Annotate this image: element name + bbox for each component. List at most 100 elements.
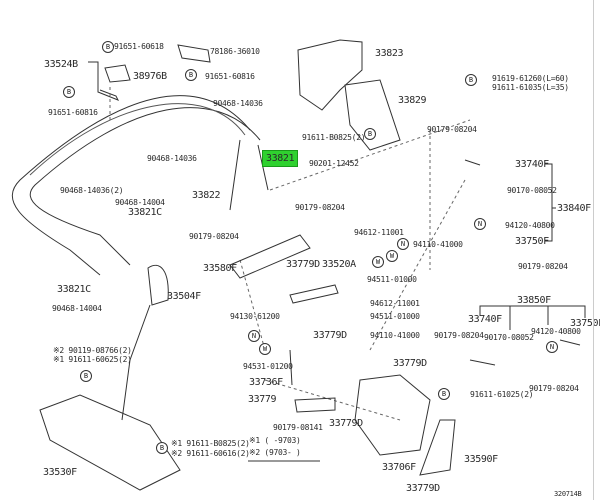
part-label[interactable]: 94511-01000	[367, 275, 417, 284]
part-label[interactable]: 90179-08204	[427, 125, 477, 134]
clip-78186	[177, 44, 211, 63]
shift-lever	[121, 304, 151, 421]
part-label[interactable]: 38976B	[133, 71, 167, 82]
shift-cable-2	[29, 103, 246, 176]
part-label[interactable]: 90170-08052	[507, 186, 557, 195]
part-label[interactable]: 91651-60816	[205, 72, 255, 81]
part-label[interactable]: 90468-14036	[213, 99, 263, 108]
right-border	[593, 0, 600, 500]
part-label[interactable]: 90179-08204	[189, 232, 239, 241]
part-label[interactable]: 33821C	[128, 207, 162, 218]
part-label[interactable]: 33779	[248, 394, 277, 405]
part-label[interactable]: 33590F	[464, 454, 498, 465]
part-label[interactable]: 33779D	[313, 330, 347, 341]
part-label[interactable]: 94120-40800	[505, 221, 555, 230]
part-label[interactable]: 33740F	[468, 314, 502, 325]
bracket-33823	[297, 39, 363, 111]
part-label[interactable]: 91651-60816	[48, 108, 98, 117]
washer-marker-icon: W	[372, 256, 384, 268]
part-label-highlighted[interactable]: 33821	[262, 150, 299, 167]
part-label[interactable]: 90179-08204	[434, 331, 484, 340]
nut-marker-icon: N	[248, 330, 260, 342]
bolt-marker-icon: B	[364, 128, 376, 140]
part-label[interactable]: 33850F	[517, 295, 551, 306]
part-label[interactable]: 94612-11001	[370, 299, 420, 308]
part-label[interactable]: 94120-40800	[531, 327, 581, 336]
part-label[interactable]: 91611-B0825(2)	[302, 133, 366, 142]
part-label[interactable]: 90468-14004	[115, 198, 165, 207]
part-label[interactable]: 33706F	[382, 462, 416, 473]
link-33779	[294, 397, 336, 413]
bolt-marker-icon: B	[156, 442, 168, 454]
part-label[interactable]: 90179-08204	[518, 262, 568, 271]
part-label[interactable]: 90179-08141	[273, 423, 323, 432]
part-label[interactable]: 33520A	[322, 259, 356, 270]
bolt-marker-icon: B	[80, 370, 92, 382]
part-label[interactable]: 33779D	[329, 418, 363, 429]
part-label[interactable]: 33779D	[406, 483, 440, 494]
part-label[interactable]: 33823	[375, 48, 404, 59]
part-label[interactable]: ※2 90119-08766(2)	[53, 346, 132, 355]
part-label[interactable]: 33750F	[515, 236, 549, 247]
link-33736f	[289, 349, 293, 386]
part-label[interactable]: 90468-14004	[52, 304, 102, 313]
bolt-marker-icon: B	[465, 74, 477, 86]
ball-joints-right	[464, 159, 581, 366]
group-bracket-33840f	[545, 163, 556, 242]
nut-marker-icon: N	[474, 218, 486, 230]
bolt-marker-icon: B	[102, 41, 114, 53]
cable-end-left	[229, 139, 269, 211]
washer-marker-icon: W	[259, 343, 271, 355]
washer-marker-icon: W	[386, 250, 398, 262]
part-label[interactable]: 94110-41000	[413, 240, 463, 249]
part-label[interactable]: 33779D	[393, 358, 427, 369]
part-label[interactable]: 33750F	[570, 318, 600, 329]
part-label[interactable]: 91619-61260(L=60)	[492, 74, 569, 83]
bolt-marker-icon: B	[185, 69, 197, 81]
nut-marker-icon: N	[397, 238, 409, 250]
shift-knob-33504f	[147, 264, 169, 306]
part-label[interactable]: 78186-36010	[210, 47, 260, 56]
part-label[interactable]: 33822	[192, 190, 221, 201]
part-label[interactable]: 33821C	[57, 284, 91, 295]
part-label[interactable]: 33530F	[43, 467, 77, 478]
part-label[interactable]: ※2 91611-60616(2)	[171, 449, 250, 458]
part-label[interactable]: 33736F	[249, 377, 283, 388]
part-label[interactable]: 90179-08204	[295, 203, 345, 212]
note-1: ※1 ( -9703)	[249, 436, 301, 445]
clamp-38976b	[104, 64, 131, 83]
part-label[interactable]: 94130-61200	[230, 312, 280, 321]
part-label[interactable]: 94531-01200	[243, 362, 293, 371]
part-label[interactable]: 33524B	[44, 59, 78, 70]
part-label[interactable]: 90468-14036(2)	[60, 186, 124, 195]
part-label[interactable]: 33580F	[203, 263, 237, 274]
part-label[interactable]: 90170-08052	[484, 333, 534, 342]
part-label[interactable]: 94612-11001	[354, 228, 404, 237]
base-33530f	[39, 394, 181, 491]
part-label[interactable]: 33779D	[286, 259, 320, 270]
shaft-33520a	[289, 284, 339, 304]
part-label[interactable]: ※1 91611-60625(2)	[53, 355, 132, 364]
bracket-33829	[344, 79, 401, 151]
part-label[interactable]: 91651-60618	[114, 42, 164, 51]
part-label[interactable]: ※1 91611-B0825(2)	[171, 439, 250, 448]
part-label[interactable]: 33740F	[515, 159, 549, 170]
part-label[interactable]: 94511-01000	[370, 312, 420, 321]
part-label[interactable]: 90468-14036	[147, 154, 197, 163]
bolt-marker-icon: B	[63, 86, 75, 98]
group-bracket-33850f	[479, 305, 586, 330]
part-label[interactable]: 91611-61035(L=35)	[492, 83, 569, 92]
part-label[interactable]: 94110-41000	[370, 331, 420, 340]
part-label[interactable]: 90179-08204	[529, 384, 579, 393]
housing-33706f	[354, 374, 431, 456]
figure-id: 320714B	[554, 490, 582, 498]
part-label[interactable]: 90201-12452	[309, 159, 359, 168]
part-label[interactable]: 33504F	[167, 291, 201, 302]
part-label[interactable]: 33840F	[557, 203, 591, 214]
nut-marker-icon: N	[546, 341, 558, 353]
bolt-marker-icon: B	[438, 388, 450, 400]
part-label[interactable]: 33829	[398, 95, 427, 106]
part-label[interactable]: 91611-61025(2)	[470, 390, 534, 399]
